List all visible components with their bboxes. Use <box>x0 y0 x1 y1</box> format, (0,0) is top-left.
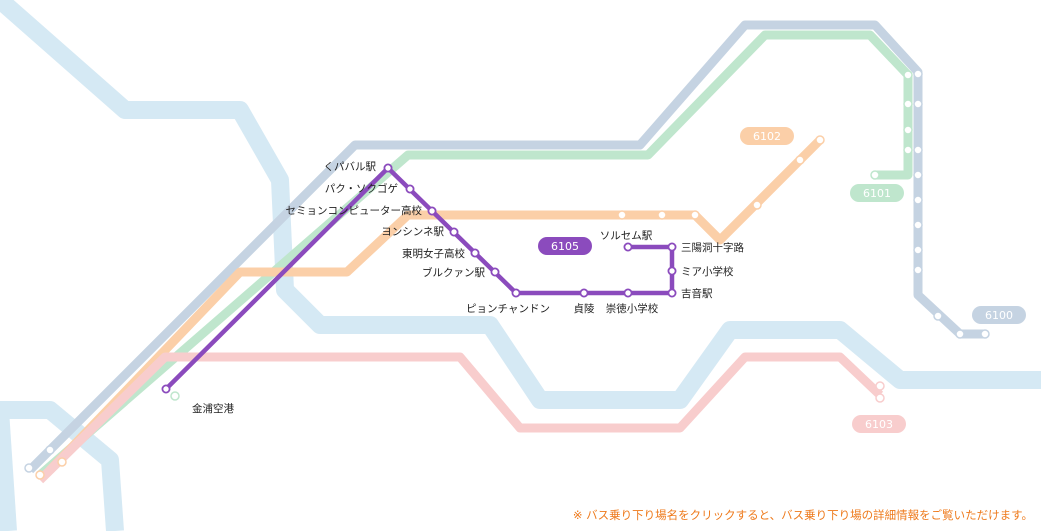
stop-6105-03[interactable]: セミョンコンピューター高校 <box>286 204 437 217</box>
stop-6105-14[interactable]: 金浦空港 <box>161 384 234 415</box>
stop-6105-05[interactable]: 東明女子高校 <box>402 247 480 260</box>
stop-6105-11[interactable]: ミア小学校 <box>667 265 734 278</box>
stop-label[interactable]: ヨンシンネ駅 <box>381 226 444 238</box>
stop-label[interactable]: 吉音駅 <box>681 287 713 300</box>
stop-6105-07[interactable]: ピョンチャンドン <box>466 288 550 315</box>
stop-6105-02[interactable]: パク・ソクゴゲ <box>325 182 415 195</box>
route-6105-line <box>164 165 675 391</box>
route-6103-line <box>36 352 884 484</box>
stop-label[interactable]: ミア小学校 <box>681 265 734 278</box>
stop-6105-10[interactable]: 吉音駅 <box>667 287 713 300</box>
route-6102-line <box>46 136 824 474</box>
stop-label[interactable]: 崇徳小学校 <box>606 302 659 315</box>
stop-6105-09[interactable]: 崇徳小学校 <box>606 288 659 315</box>
stop-label[interactable]: セミョンコンピューター高校 <box>286 204 423 217</box>
stop-label[interactable]: ソルセム駅 <box>600 230 653 242</box>
stop-label[interactable]: ブルクァン駅 <box>422 266 485 279</box>
stop-label[interactable]: 金浦空港 <box>192 402 234 415</box>
route-badge-6102[interactable]: 6102 <box>740 127 794 145</box>
route-badge-6105[interactable]: 6105 <box>538 237 592 255</box>
stop-6105-13[interactable]: ソルセム駅 <box>600 230 653 252</box>
stop-label[interactable]: パク・ソクゴゲ <box>325 182 398 195</box>
stop-label[interactable]: 貞陵 <box>574 303 595 315</box>
faint-stops <box>24 69 990 480</box>
stop-label[interactable]: くパバル駅 <box>324 161 377 173</box>
svg-text:6105: 6105 <box>551 240 579 253</box>
stop-label[interactable]: ピョンチャンドン <box>466 303 550 315</box>
stop-label[interactable]: 東明女子高校 <box>402 247 465 260</box>
route-6101-line <box>37 30 913 479</box>
stop-6105-12[interactable]: 三陽洞十字路 <box>667 241 744 254</box>
stop-6105-08[interactable]: 貞陵 <box>574 288 595 315</box>
svg-text:6102: 6102 <box>753 130 781 143</box>
route-badge-6101[interactable]: 6101 <box>850 184 904 202</box>
route-6100-line <box>26 20 985 474</box>
route-badge-6103[interactable]: 6103 <box>852 415 906 433</box>
click-hint-note: ※ バス乗り下り場名をクリックすると、バス乗り下り場の詳細情報をご覧いただけます… <box>572 508 1033 522</box>
svg-text:6100: 6100 <box>985 309 1013 322</box>
stop-6105-06[interactable]: ブルクァン駅 <box>422 266 500 279</box>
stop-6105-04[interactable]: ヨンシンネ駅 <box>381 226 459 238</box>
svg-text:6101: 6101 <box>863 187 891 200</box>
stop-label[interactable]: 三陽洞十字路 <box>681 241 744 254</box>
stop-6105-01[interactable]: くパバル駅 <box>324 161 393 173</box>
svg-text:6103: 6103 <box>865 418 893 431</box>
route-badge-6100[interactable]: 6100 <box>972 306 1026 324</box>
